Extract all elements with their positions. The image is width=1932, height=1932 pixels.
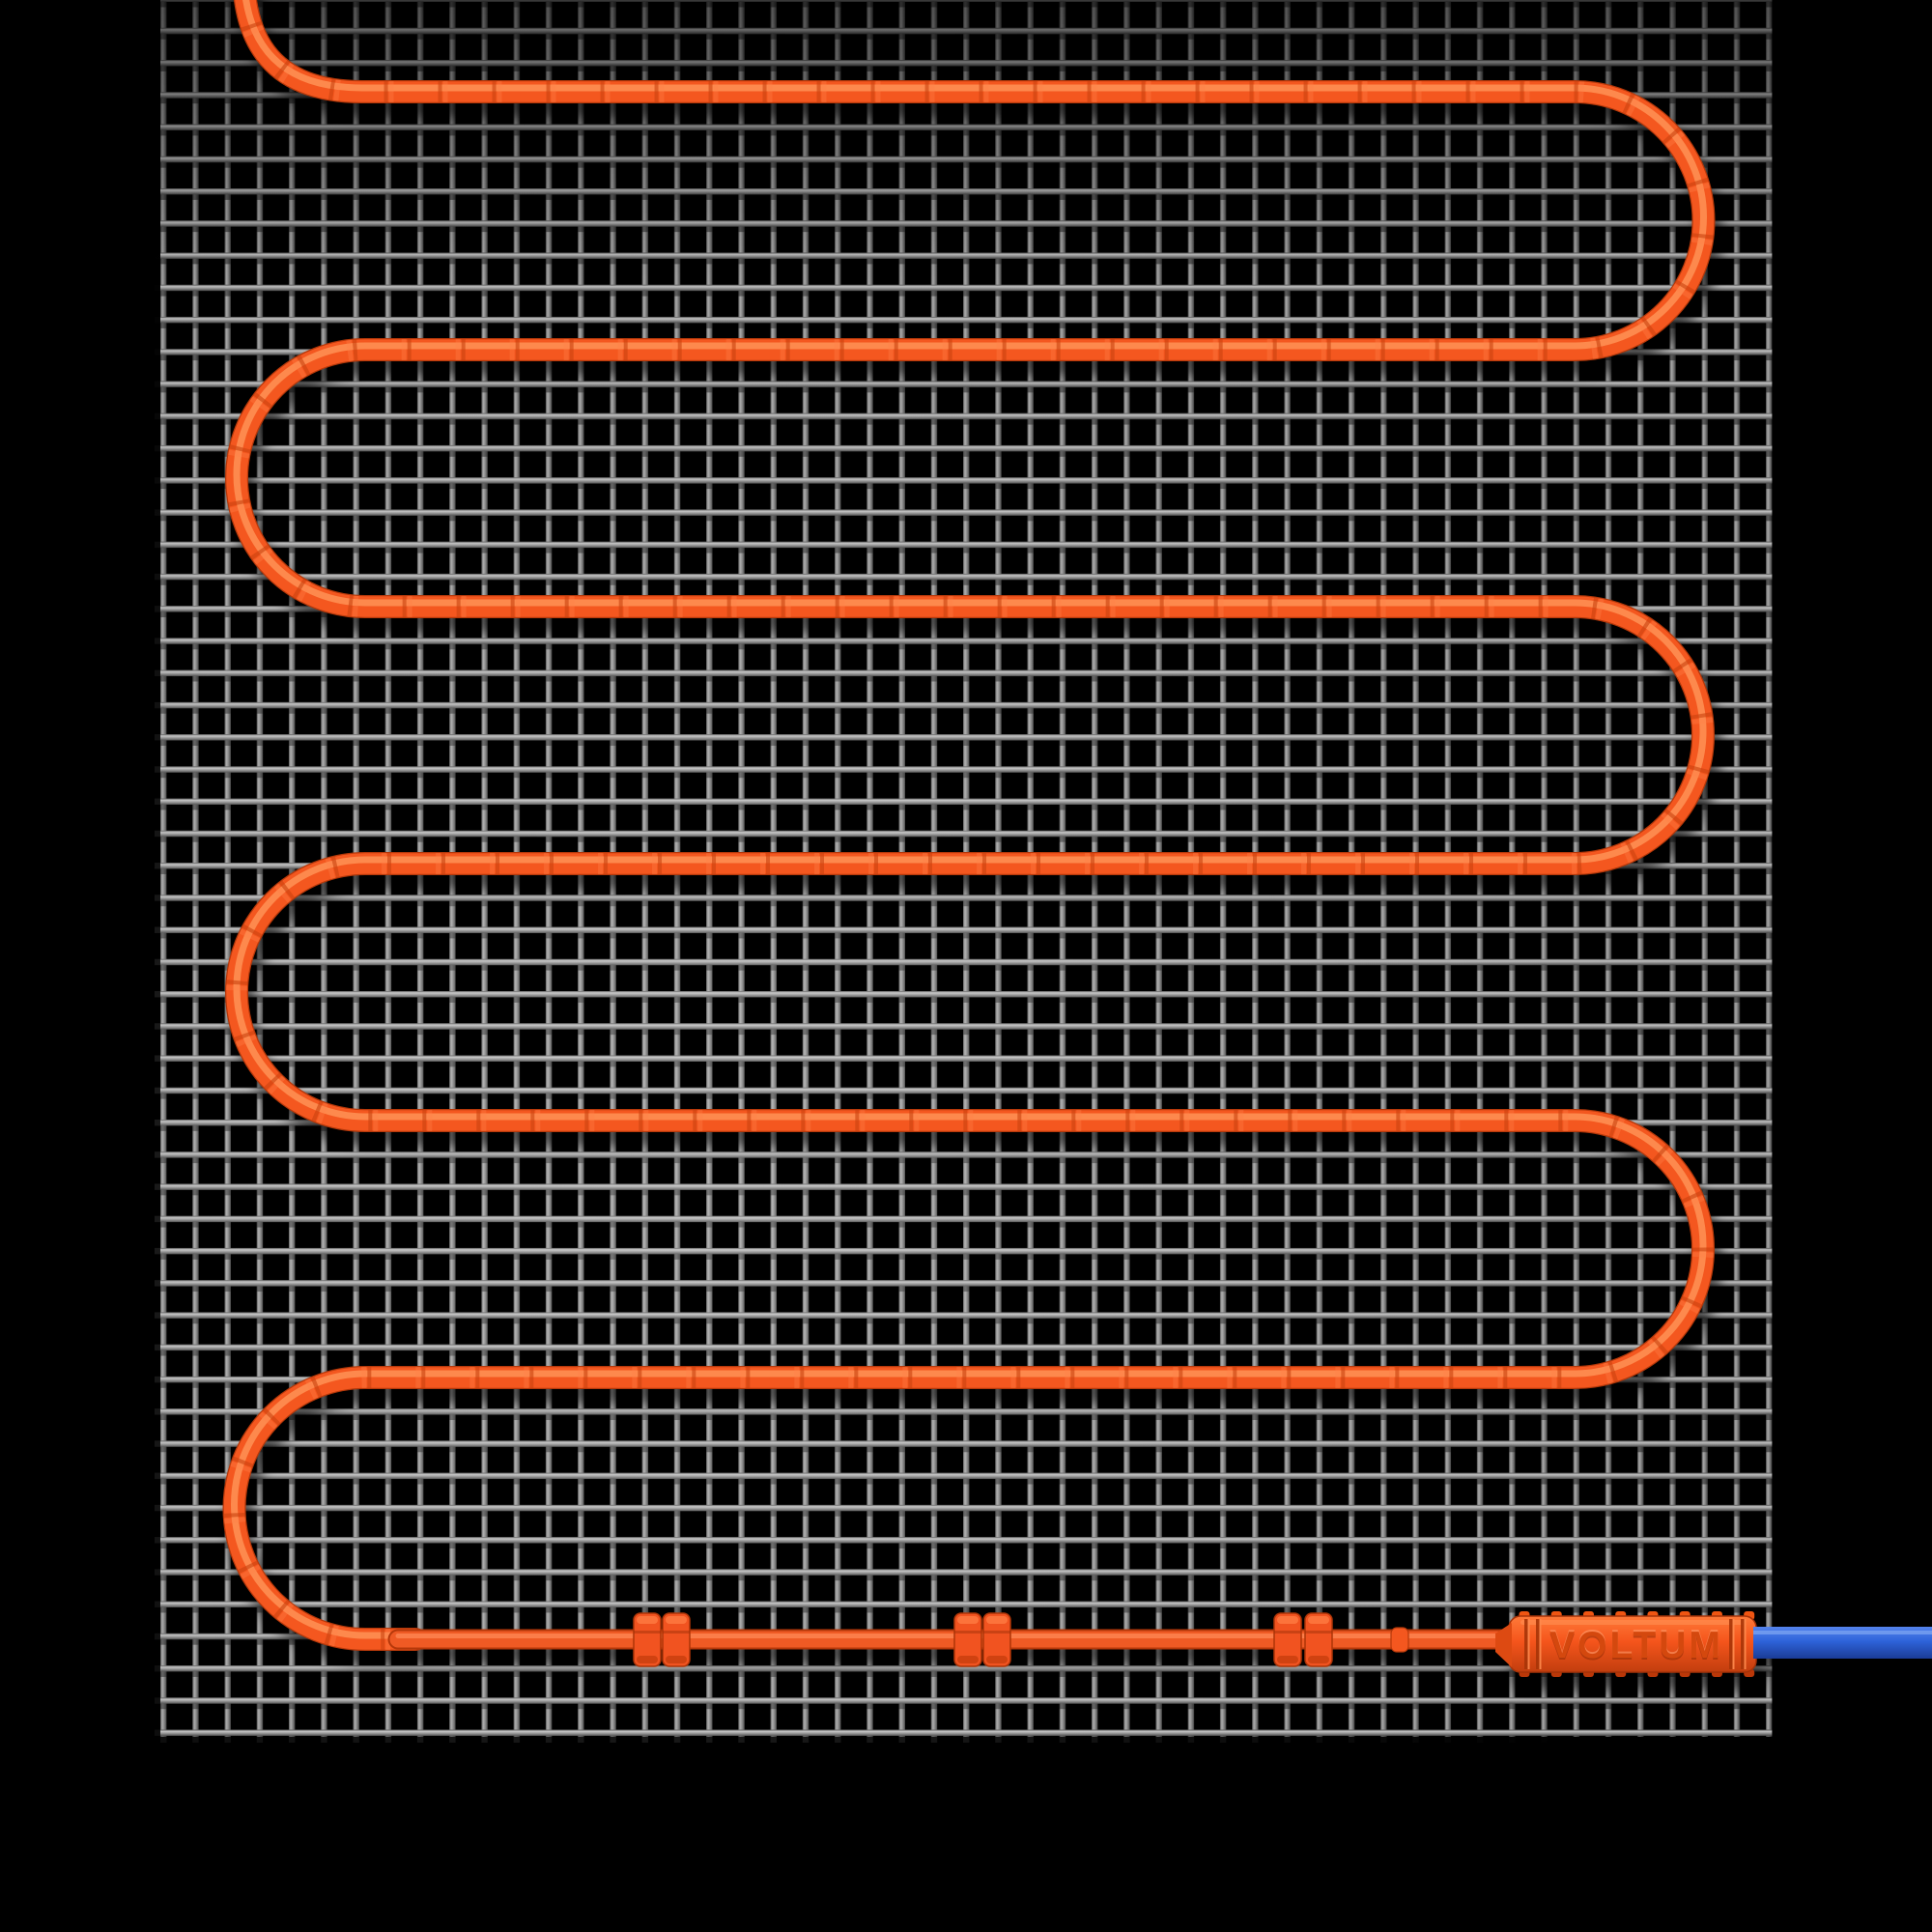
cable-splice-sleeve bbox=[1390, 1627, 1409, 1653]
brand-label-shadow: VOLTUM bbox=[1549, 1627, 1723, 1668]
heating-cable bbox=[222, 0, 1716, 1651]
cable-clip bbox=[633, 1612, 662, 1667]
connector-sleeve: VOLTUM VOLTUM VOLTUM bbox=[1495, 1611, 1757, 1677]
connector-top-highlight bbox=[1520, 1620, 1745, 1625]
cable-clip bbox=[1273, 1612, 1302, 1667]
brand-label: VOLTUM bbox=[1549, 1625, 1723, 1666]
cable-clips bbox=[633, 1612, 1333, 1667]
brand-label-highlight: VOLTUM bbox=[1549, 1623, 1723, 1664]
connector-ribs bbox=[1524, 1619, 1747, 1669]
cable-clip bbox=[982, 1612, 1011, 1667]
cable-clip bbox=[1304, 1612, 1333, 1667]
cable-clip bbox=[953, 1612, 982, 1667]
power-cord bbox=[1753, 1627, 1932, 1659]
connector-nose bbox=[1495, 1623, 1512, 1667]
cable-clip bbox=[662, 1612, 691, 1667]
